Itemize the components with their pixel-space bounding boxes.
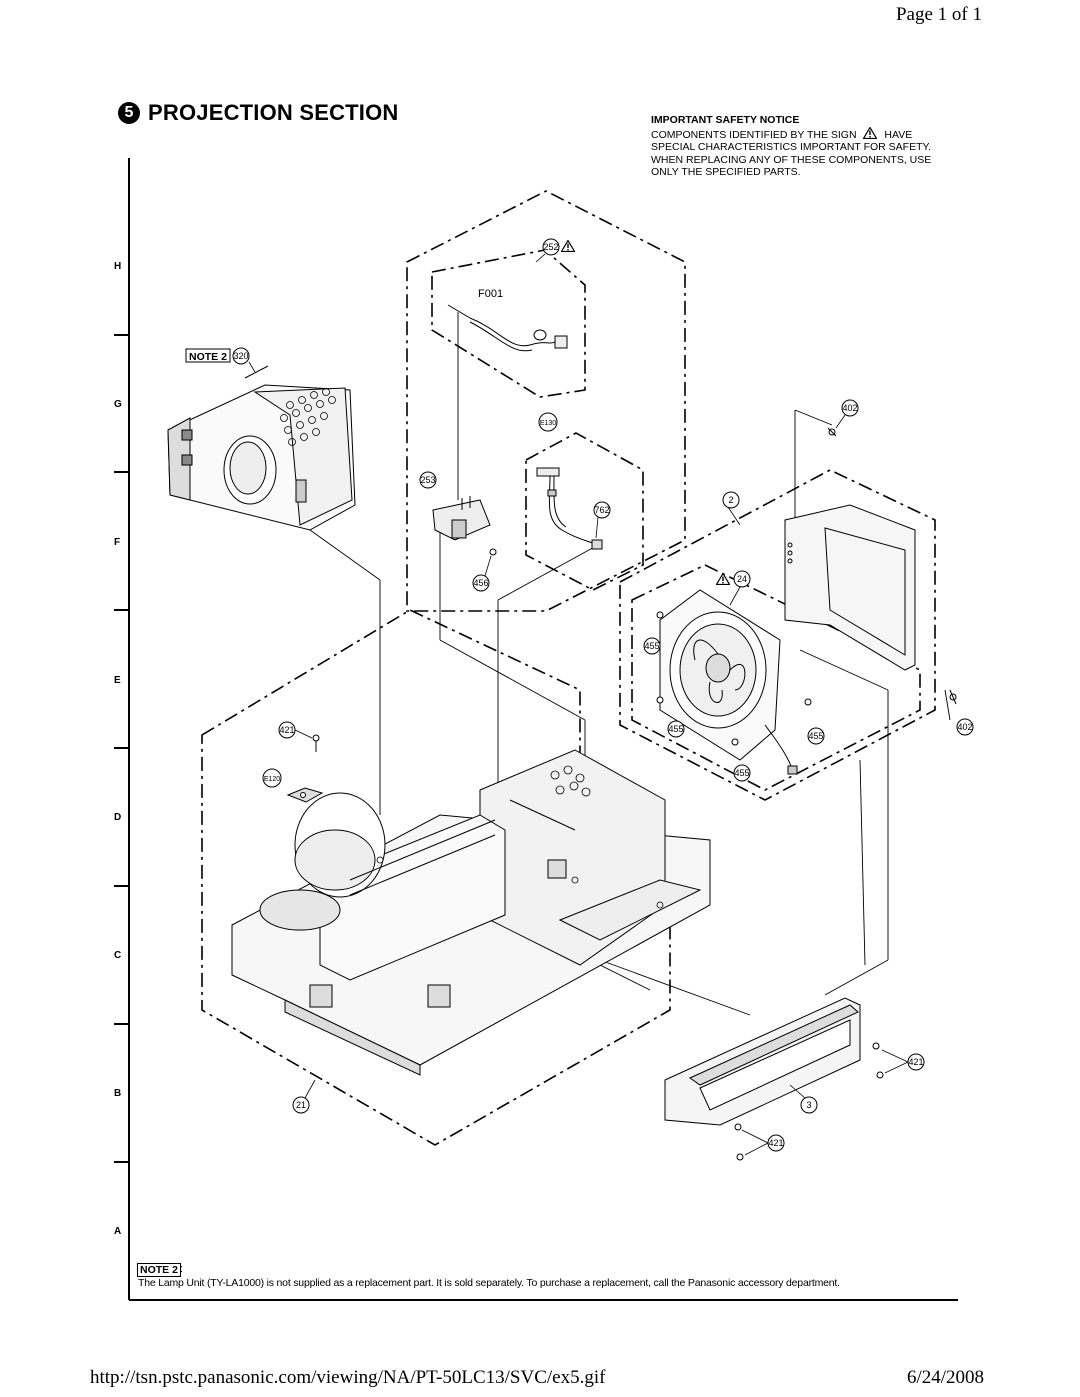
fan-group: [619, 469, 936, 801]
svg-text:456: 456: [473, 578, 488, 588]
section-title-text: PROJECTION SECTION: [148, 100, 399, 125]
safety-notice-line: ONLY THE SPECIFIED PARTS.: [651, 166, 801, 178]
lamp-vent-holes: [280, 388, 336, 446]
safety-notice-line: COMPONENTS IDENTIFIED BY THE SIGN HAVE: [651, 125, 913, 141]
svg-text:21: 21: [296, 1100, 306, 1110]
svg-text:455: 455: [808, 731, 823, 741]
fuse-wire-part: [447, 304, 568, 352]
svg-text:455: 455: [734, 768, 749, 778]
grid-ruler: [114, 158, 958, 1301]
safety-notice-line: SPECIAL CHARACTERISTICS IMPORTANT FOR SA…: [651, 141, 932, 153]
callout-21: 21: [292, 1096, 310, 1114]
fuse-label: F001: [478, 288, 503, 300]
svg-text:455: 455: [668, 724, 683, 734]
fan-inner-group: [631, 564, 921, 791]
bracket-e120-part: [286, 734, 324, 803]
svg-text:2: 2: [728, 495, 733, 505]
note2-tag: NOTE 2: [185, 348, 231, 363]
callout-455: 455: [807, 727, 825, 745]
safety-notice-title: IMPORTANT SAFETY NOTICE: [651, 114, 800, 126]
safety-notice-line: WHEN REPLACING ANY OF THESE COMPONENTS, …: [651, 153, 932, 166]
lamp-cover-part: [664, 997, 861, 1126]
section-number-badge: 5: [118, 102, 140, 124]
lamp-unit-part: [167, 365, 356, 531]
callout-24: 24: [716, 570, 751, 588]
svg-text:320: 320: [233, 351, 248, 361]
screws: [656, 427, 957, 1161]
row-label-f: F: [114, 537, 121, 548]
row-label-e: E: [114, 675, 121, 686]
callout-253: 253: [419, 471, 437, 489]
wire-harness-part: [536, 467, 603, 550]
main-chassis-part: [231, 749, 711, 1076]
row-label-b: B: [114, 1088, 122, 1099]
svg-text:252: 252: [543, 242, 558, 252]
callout-762: 762: [593, 501, 611, 519]
footer-url: http://tsn.pstc.panasonic.com/viewing/NA…: [90, 1367, 606, 1388]
note-label: NOTE 2: [137, 1263, 181, 1277]
callout-421: 421: [278, 721, 296, 739]
chassis-holes: [376, 765, 664, 909]
row-label-d: D: [114, 812, 122, 823]
callout-421: 421: [767, 1134, 785, 1152]
svg-text:402: 402: [957, 722, 972, 732]
svg-text:762: 762: [594, 505, 609, 515]
svg-text:NOTE 2: NOTE 2: [189, 351, 227, 363]
callout-456: 456: [472, 574, 490, 592]
section-title: 5 PROJECTION SECTION: [118, 100, 399, 126]
terminal-board-part: [432, 496, 497, 556]
wire-harness-group: [525, 432, 644, 591]
svg-text:253: 253: [420, 475, 435, 485]
note-colon: :: [180, 1263, 184, 1275]
callout-455: 455: [667, 720, 685, 738]
callout-455: 455: [643, 637, 661, 655]
svg-text:E120: E120: [264, 776, 280, 783]
row-label-a: A: [114, 1226, 122, 1237]
svg-text:E130: E130: [540, 420, 556, 427]
svg-text:421: 421: [279, 725, 294, 735]
svg-text:421: 421: [768, 1138, 783, 1148]
callout-2: 2: [722, 491, 740, 509]
svg-text:455: 455: [644, 641, 659, 651]
safety-notice: IMPORTANT SAFETY NOTICE COMPONENTS IDENT…: [651, 114, 991, 179]
callout-leaders: [248, 253, 909, 1156]
row-label-g: G: [114, 399, 122, 410]
svg-text:402: 402: [842, 403, 857, 413]
callout-3: 3: [800, 1096, 818, 1114]
svg-text:421: 421: [908, 1057, 923, 1067]
note-text: The Lamp Unit (TY-LA1000) is not supplie…: [138, 1277, 840, 1289]
callout-402: 402: [841, 399, 859, 417]
warning-triangle-icon: [862, 125, 879, 139]
cooling-fan-part: [659, 589, 798, 775]
row-label-c: C: [114, 950, 122, 961]
fuse-board-group: [406, 190, 686, 612]
callout-455: 455: [733, 764, 751, 782]
page-header: Page 1 of 1: [895, 4, 982, 25]
callout-421: 421: [907, 1053, 925, 1071]
callout-402: 402: [956, 718, 974, 736]
callout-e130: E130: [538, 412, 558, 432]
svg-text:24: 24: [737, 574, 747, 584]
fuse-wire-group: [431, 249, 586, 398]
row-label-h: H: [114, 261, 122, 272]
callout-e120: E120: [262, 768, 282, 788]
callout-320: 320: [232, 347, 250, 365]
svg-text:3: 3: [806, 1100, 811, 1110]
footer-date: 6/24/2008: [906, 1367, 984, 1388]
callout-252: 252: [542, 238, 575, 256]
fan-duct-part: [784, 504, 916, 671]
callout-bubbles: 252 320 402 E130 253 762 2 456 24 455 45…: [232, 238, 974, 1152]
